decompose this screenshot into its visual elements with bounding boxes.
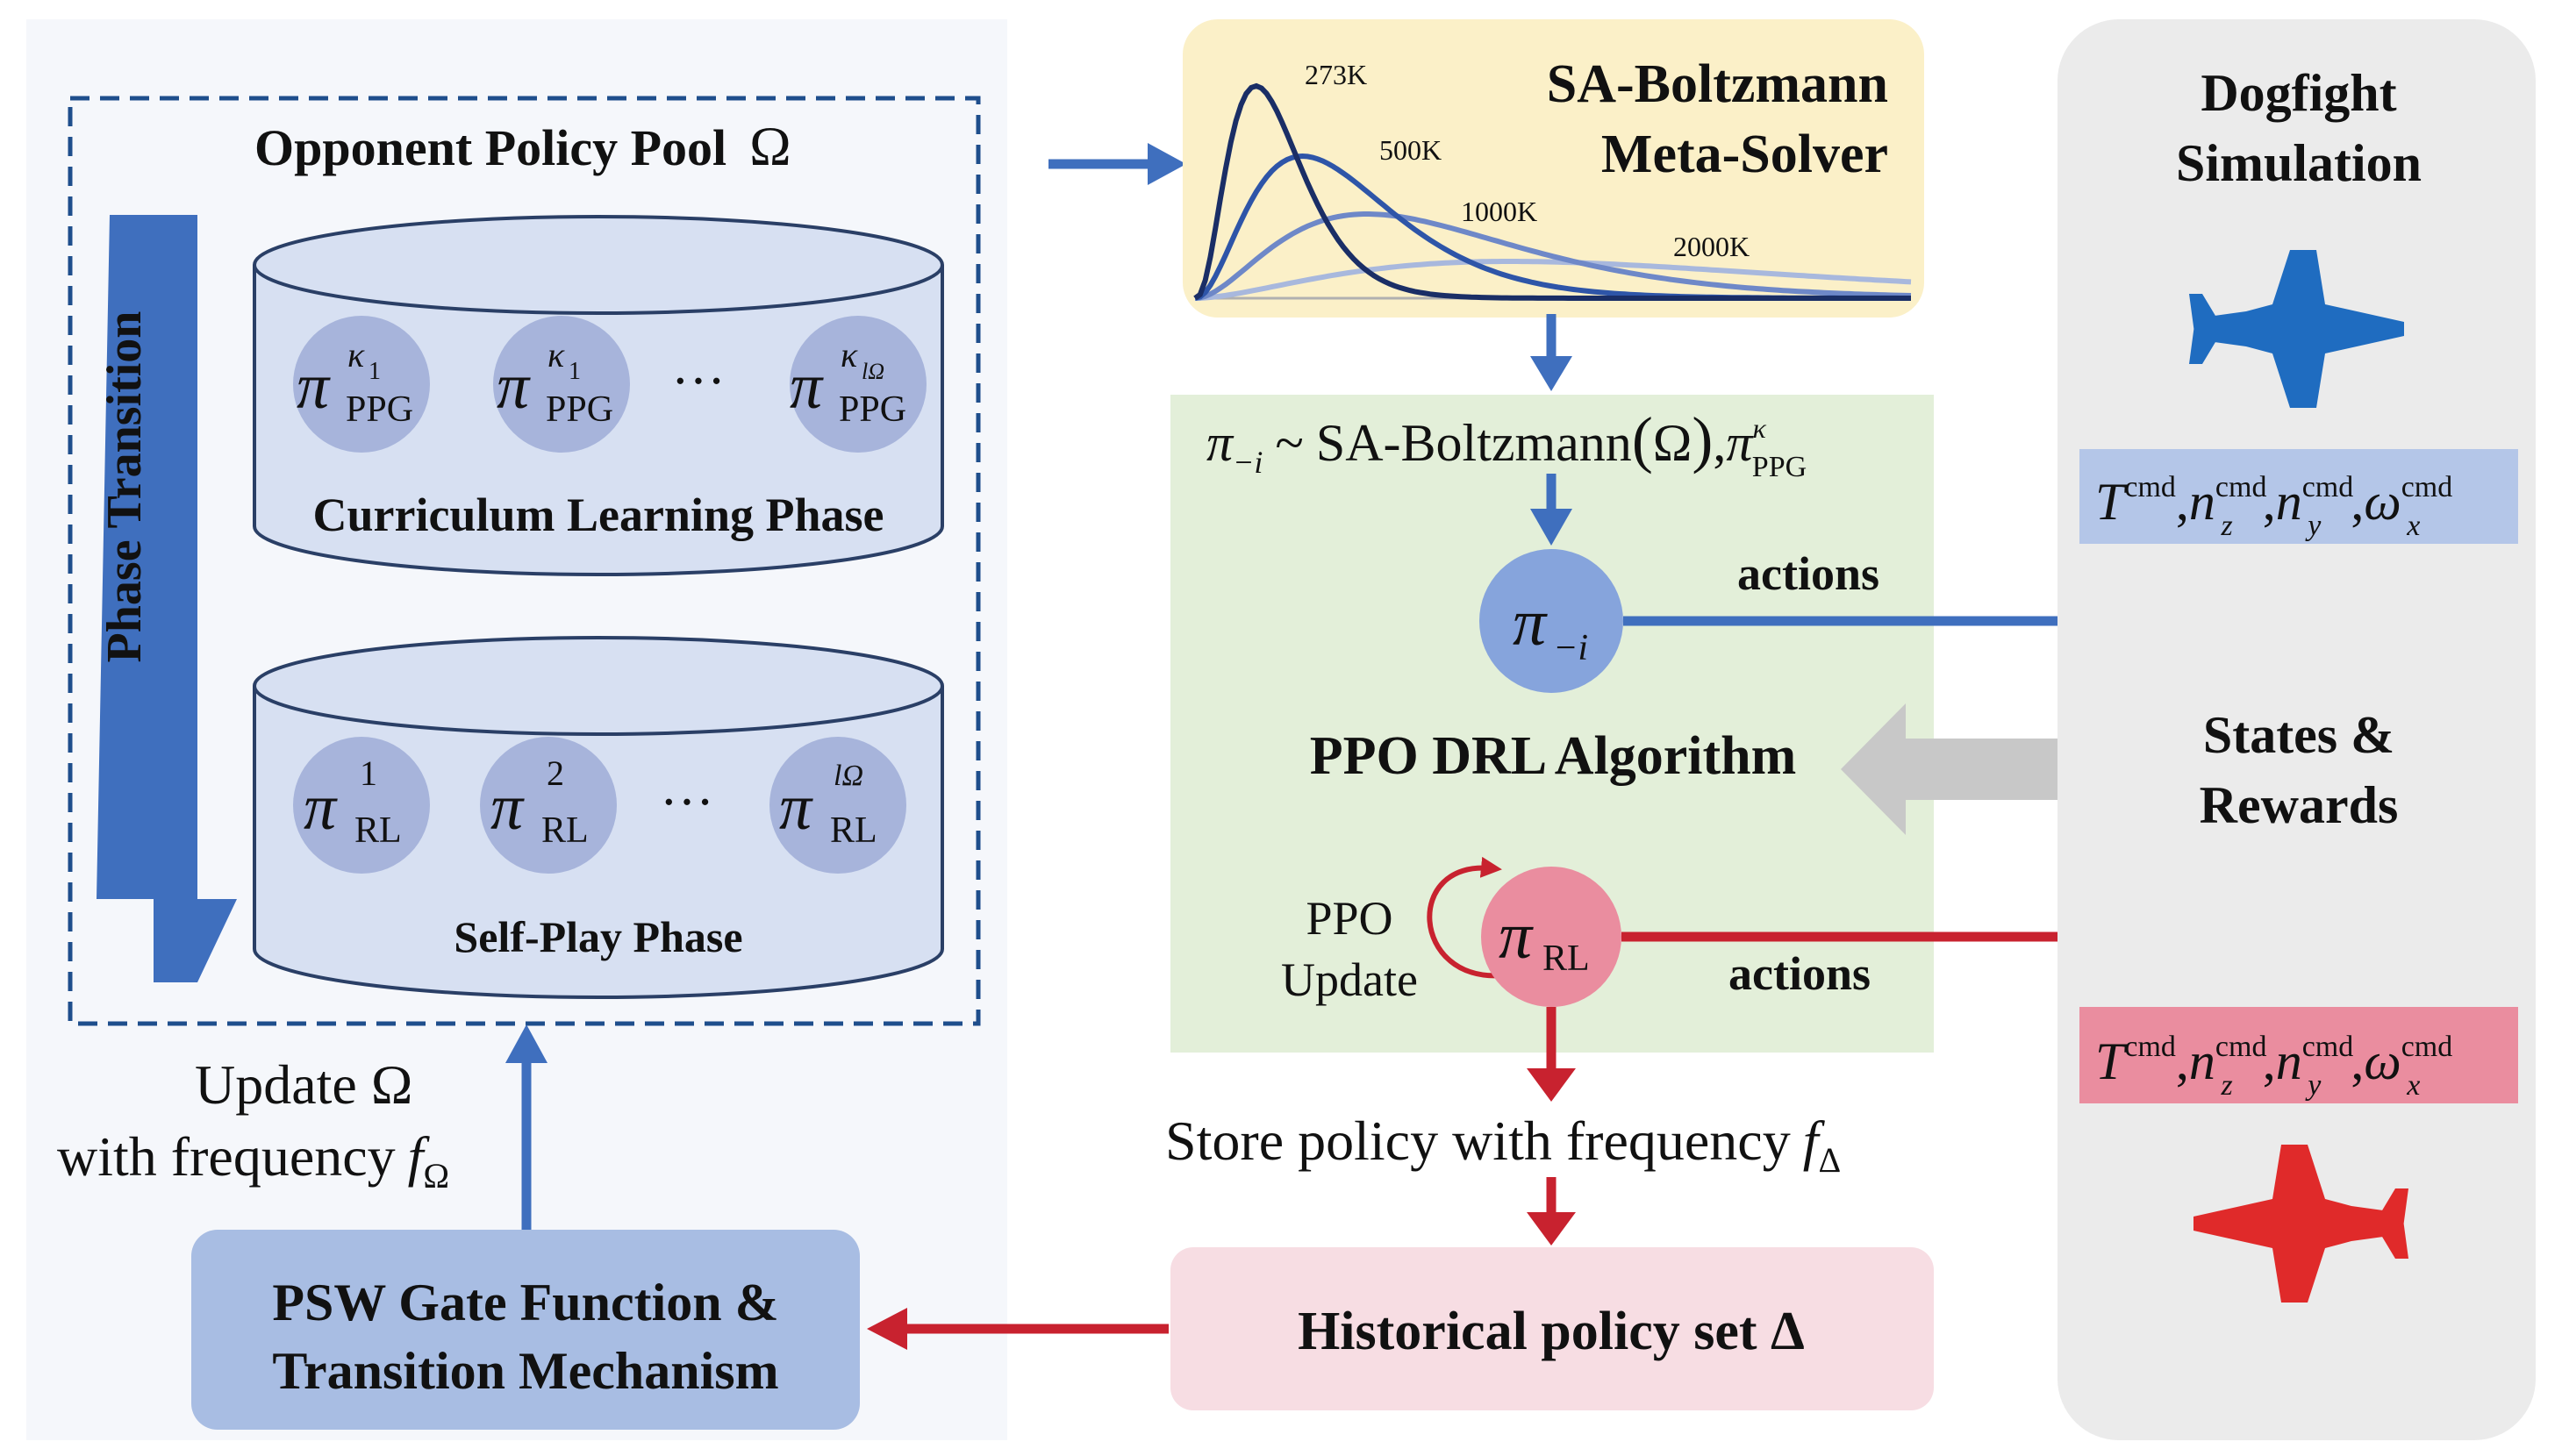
ppo-update-line1: PPO	[1306, 892, 1392, 945]
states-line2: Rewards	[2200, 776, 2399, 834]
curriculum-ellipsis: ···	[671, 352, 726, 411]
svg-text:π: π	[304, 772, 338, 844]
update-arrow	[505, 1024, 547, 1230]
svg-text:RL: RL	[354, 810, 402, 851]
historical-to-psw-arrow	[867, 1308, 1169, 1350]
opponent-policy-node: π −i	[1479, 549, 1623, 693]
rl-policy-node: π RL	[1481, 867, 1621, 1007]
simulation-line1: Dogfight	[2201, 64, 2396, 122]
svg-text:π: π	[490, 772, 525, 844]
curve-label-500k: 500K	[1379, 134, 1442, 166]
svg-text:RL: RL	[541, 810, 589, 851]
selfplay-policy-2: π 2 RL	[480, 737, 617, 874]
historical-box	[1170, 1247, 1934, 1410]
svg-text:RL: RL	[1542, 939, 1590, 979]
phase-transition-arrow	[97, 215, 237, 982]
states-line1: States &	[2203, 706, 2394, 764]
selfplay-label: Self-Play Phase	[454, 912, 742, 961]
rl-command-box	[2079, 1007, 2518, 1103]
svg-text:PPG: PPG	[346, 389, 413, 430]
svg-text:2: 2	[547, 753, 564, 793]
svg-text:π: π	[497, 351, 531, 423]
historical-label: Historical policy set Δ	[1298, 1302, 1805, 1361]
svg-text:1: 1	[569, 358, 581, 385]
opponent-command-box	[2079, 449, 2518, 544]
curve-label-1000k: 1000K	[1461, 196, 1537, 227]
states-rewards-arrow	[1841, 703, 2106, 835]
blue-jet-icon	[2189, 250, 2404, 408]
svg-text:π: π	[1513, 586, 1548, 660]
boltzmann-curves	[1193, 82, 1912, 301]
rl-to-store-arrow	[1527, 1007, 1576, 1102]
store-to-historical-arrow	[1527, 1177, 1576, 1245]
actions-bottom-label: actions	[1728, 947, 1871, 1000]
curve-label-273k: 273K	[1305, 59, 1367, 90]
actions-top-label: actions	[1737, 547, 1879, 600]
solver-to-ppo-arrow	[1530, 314, 1572, 391]
phase-transition-label: Phase Transition	[97, 311, 152, 663]
selfplay-policy-1: π 1 RL	[293, 737, 430, 874]
svg-text:κ: κ	[841, 335, 858, 375]
opponent-policy-pool-box	[68, 96, 981, 1026]
curve-label-2000k: 2000K	[1673, 231, 1750, 262]
curriculum-policy-2: π κ 1 PPG	[493, 316, 630, 453]
selfplay-ellipsis: ···	[660, 773, 714, 832]
pool-to-solver-arrow	[1048, 143, 1186, 185]
curriculum-label: Curriculum Learning Phase	[312, 489, 884, 541]
psw-line2: Transition Mechanism	[272, 1342, 778, 1400]
psw-box	[191, 1230, 860, 1430]
svg-text:RL: RL	[830, 810, 877, 851]
svg-text:PPG: PPG	[839, 389, 906, 430]
svg-text:1: 1	[360, 753, 377, 793]
svg-text:π: π	[1499, 899, 1534, 973]
update-omega-label: Update Ω	[195, 1053, 412, 1116]
svg-text:κ: κ	[547, 335, 565, 375]
svg-text:lΩ: lΩ	[862, 359, 884, 384]
ppo-title: PPO DRL Algorithm	[1310, 726, 1797, 786]
svg-text:π: π	[779, 772, 813, 844]
eq-to-opponent-arrow	[1530, 474, 1572, 546]
svg-text:κ: κ	[347, 335, 365, 375]
ppo-update-loop	[1427, 856, 1503, 979]
simulation-line2: Simulation	[2176, 134, 2422, 192]
svg-text:π: π	[790, 351, 824, 423]
selfplay-policy-last: π lΩ RL	[769, 737, 906, 874]
meta-solver-line2: Meta-Solver	[1601, 125, 1888, 184]
curriculum-policy-last: π κ lΩ PPG	[790, 316, 927, 453]
psw-line1: PSW Gate Function &	[272, 1274, 778, 1331]
svg-text:π: π	[297, 351, 331, 423]
svg-text:−i: −i	[1553, 628, 1588, 668]
red-jet-icon	[2193, 1145, 2408, 1303]
ppo-update-line2: Update	[1281, 953, 1418, 1006]
svg-text:lΩ: lΩ	[834, 760, 863, 792]
svg-text:1: 1	[369, 358, 381, 385]
curriculum-policy-1: π κ 1 PPG	[293, 316, 430, 453]
meta-solver-line1: SA-Boltzmann	[1547, 54, 1888, 114]
svg-text:PPG: PPG	[546, 389, 613, 430]
meta-solver-box	[1183, 19, 1924, 318]
